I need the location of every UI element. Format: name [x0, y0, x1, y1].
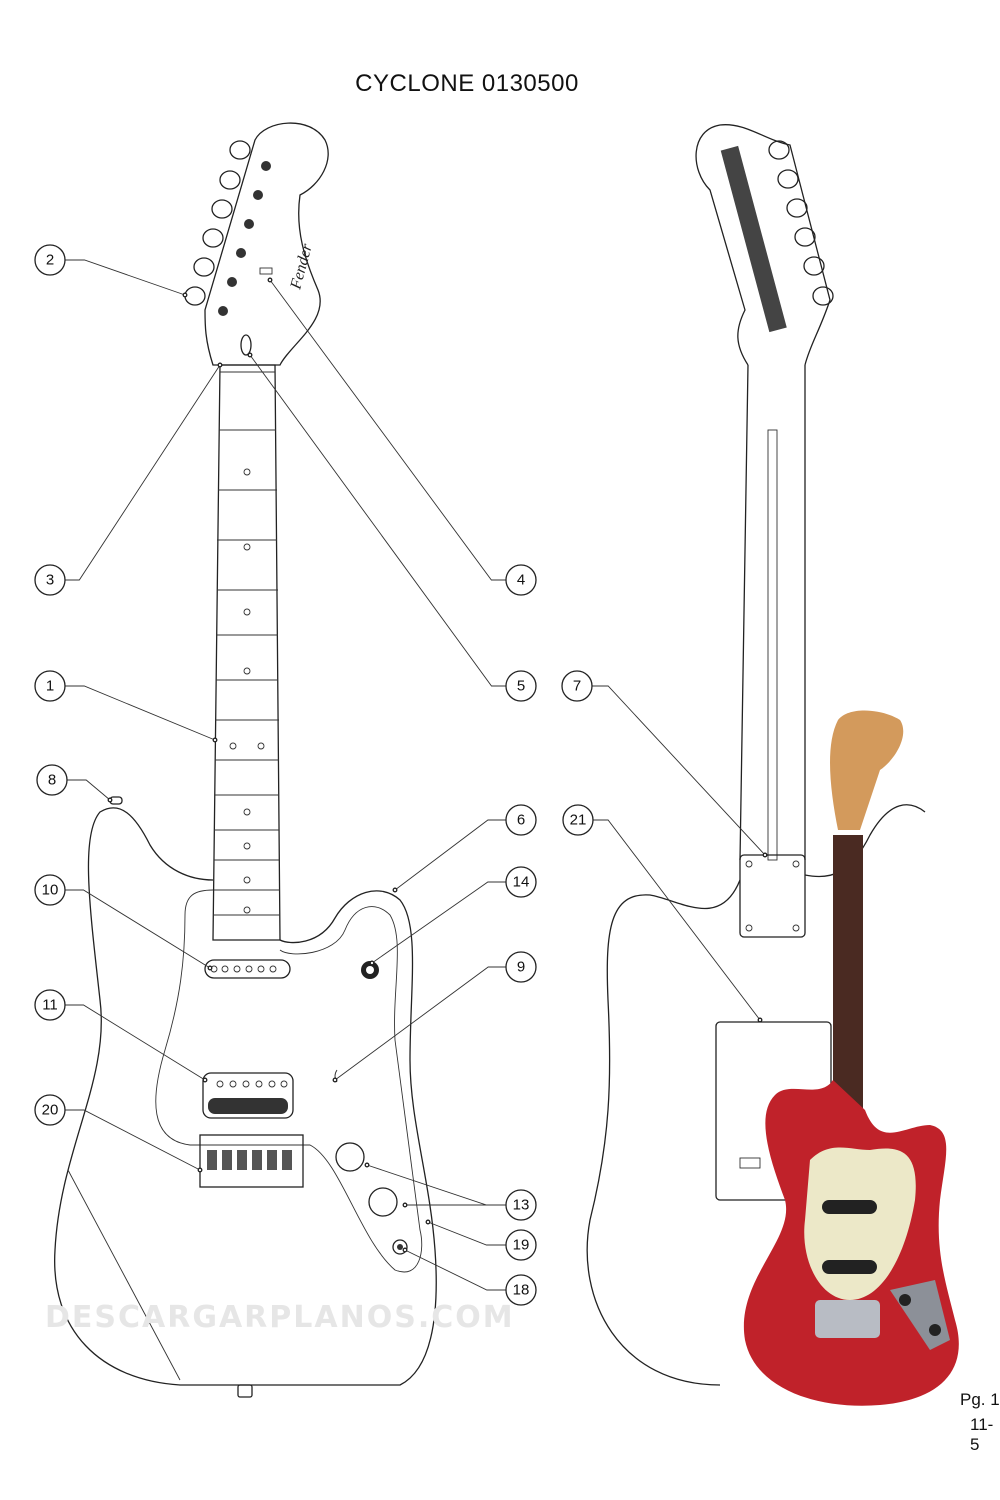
callout-circle: [505, 1189, 537, 1221]
leader-arrow: [402, 1202, 408, 1208]
callout-label: 14: [513, 874, 530, 891]
leader-line: [427, 1221, 507, 1246]
callout-circle: [505, 951, 537, 983]
callout-label: 10: [42, 882, 59, 899]
callout-7: 7: [561, 670, 768, 858]
callout-label: 20: [42, 1102, 59, 1119]
callout-circle: [562, 804, 594, 836]
callout-circle: [505, 1229, 537, 1261]
leader-line: [394, 819, 508, 891]
callout-circle: [505, 1274, 537, 1306]
leader-arrow: [369, 960, 375, 966]
callout-circle: [505, 564, 537, 596]
callout-11: 11: [34, 989, 208, 1083]
leader-line: [249, 354, 512, 687]
leader-line: [588, 819, 761, 1021]
guitar-photo: [743, 710, 959, 1406]
watermark: DESCARGARPLANOS.COM: [45, 1300, 515, 1335]
callout-20: 20: [34, 1094, 203, 1173]
callout-label: 18: [513, 1282, 530, 1299]
callout-label: 11: [42, 997, 58, 1014]
leader-arrow: [425, 1219, 431, 1225]
leader-arrow: [402, 1247, 408, 1253]
callout-10: 10: [34, 874, 213, 971]
leader-line: [63, 1109, 201, 1171]
callout-label: 5: [517, 678, 525, 695]
leader-line: [334, 966, 509, 1081]
leader-arrow: [107, 797, 113, 803]
leader-arrow: [207, 965, 213, 971]
callout-4: 4: [267, 277, 537, 596]
leader-line: [269, 279, 512, 581]
callout-circle: [505, 866, 537, 898]
callout-circle: [34, 244, 66, 276]
leader-arrow: [197, 1167, 203, 1173]
callout-circle: [34, 564, 66, 596]
page-label: Pg. 1: [960, 1390, 1000, 1409]
callout-label: 8: [48, 772, 56, 789]
callout-circle: [34, 1094, 66, 1126]
callout-3: 3: [34, 362, 223, 596]
callout-1: 1: [34, 670, 218, 743]
callout-14: 14: [369, 866, 537, 966]
front-headstock: Fender: [184, 122, 329, 366]
leader-arrow: [212, 737, 218, 743]
callout-label: 3: [46, 572, 54, 589]
leader-arrow: [392, 887, 398, 893]
front-neck: [212, 364, 281, 941]
leader-line: [371, 881, 508, 964]
leader-arrow: [202, 1077, 208, 1083]
callout-label: 4: [517, 572, 525, 589]
leader-arrow: [332, 1077, 338, 1083]
leader-arrow: [267, 277, 273, 283]
callout-circle: [34, 989, 66, 1021]
callout-label: 19: [513, 1237, 530, 1254]
callout-19: 19: [425, 1219, 537, 1261]
callout-label: 7: [573, 678, 581, 695]
leader-arrow: [247, 352, 253, 358]
callout-label: 6: [517, 812, 525, 829]
callout-circle: [34, 874, 66, 906]
callout-circle: [561, 670, 593, 702]
callout-2: 2: [34, 244, 188, 298]
leader-line: [59, 364, 221, 581]
leader-arrow: [182, 292, 188, 298]
callout-label: 21: [570, 812, 587, 829]
callout-5: 5: [247, 352, 537, 702]
callout-6: 6: [392, 804, 537, 893]
callout-21: 21: [562, 804, 763, 1023]
leader-arrow: [364, 1162, 370, 1168]
callout-9: 9: [332, 951, 537, 1083]
leader-line: [63, 1004, 206, 1081]
callout-8: 8: [36, 764, 113, 803]
callout-circle: [34, 670, 66, 702]
leader-line: [66, 779, 111, 801]
callout-circle: [36, 764, 68, 796]
leader-line: [64, 685, 216, 741]
callout-label: 1: [46, 678, 54, 695]
page-title: CYCLONE 0130500: [355, 70, 579, 97]
callout-18: 18: [402, 1247, 537, 1306]
callout-circle: [505, 804, 537, 836]
callout-label: 2: [46, 252, 54, 269]
callout-13: 13: [364, 1162, 537, 1221]
leader-line: [366, 1164, 507, 1206]
leader-arrow: [757, 1017, 763, 1023]
front-body: [54, 796, 437, 1398]
leader-arrow: [217, 362, 223, 368]
callout-label: 9: [517, 959, 525, 976]
tuner-pegs: [184, 140, 251, 306]
page-sub-label: 11-5: [970, 1415, 994, 1454]
leader-line: [64, 259, 186, 296]
back-neck: [695, 124, 834, 938]
leader-line: [63, 889, 211, 969]
leader-line: [404, 1249, 507, 1291]
leader-arrow: [762, 852, 768, 858]
leader-line: [588, 685, 766, 856]
callout-circle: [505, 670, 537, 702]
callout-label: 13: [513, 1197, 530, 1214]
svg-text:Fender: Fender: [287, 241, 316, 292]
